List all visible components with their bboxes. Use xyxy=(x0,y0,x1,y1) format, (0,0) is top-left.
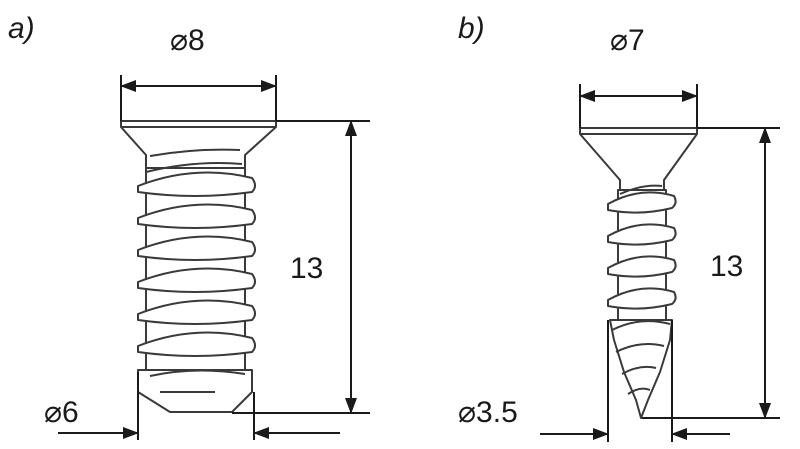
screw-b-tip xyxy=(609,319,673,419)
dim-b-shank xyxy=(540,320,730,442)
dim-b-head xyxy=(579,84,698,128)
screw-a xyxy=(120,120,277,413)
screw-b xyxy=(579,127,698,419)
dim-b-length-label: 13 xyxy=(710,250,743,283)
panel-b-label: b) xyxy=(458,12,485,45)
dim-b-length xyxy=(642,127,780,419)
dim-b-head-label: ⌀7 xyxy=(610,24,645,57)
dim-a-length-label: 13 xyxy=(290,252,323,285)
screw-b-head xyxy=(579,127,698,191)
dim-a-head-label: ⌀8 xyxy=(170,24,205,57)
dim-b-shank-label: ⌀3.5 xyxy=(458,396,518,429)
panel-a: a) xyxy=(8,12,370,440)
dim-a-shank xyxy=(58,372,340,440)
panel-a-label: a) xyxy=(8,12,35,45)
dim-a-shank-label: ⌀6 xyxy=(44,396,79,429)
screw-a-threads xyxy=(137,162,256,357)
screw-a-head xyxy=(120,120,277,169)
dim-a-head xyxy=(120,75,277,121)
panel-b: b) ⌀7 xyxy=(458,12,780,442)
screw-b-threads xyxy=(607,184,677,310)
